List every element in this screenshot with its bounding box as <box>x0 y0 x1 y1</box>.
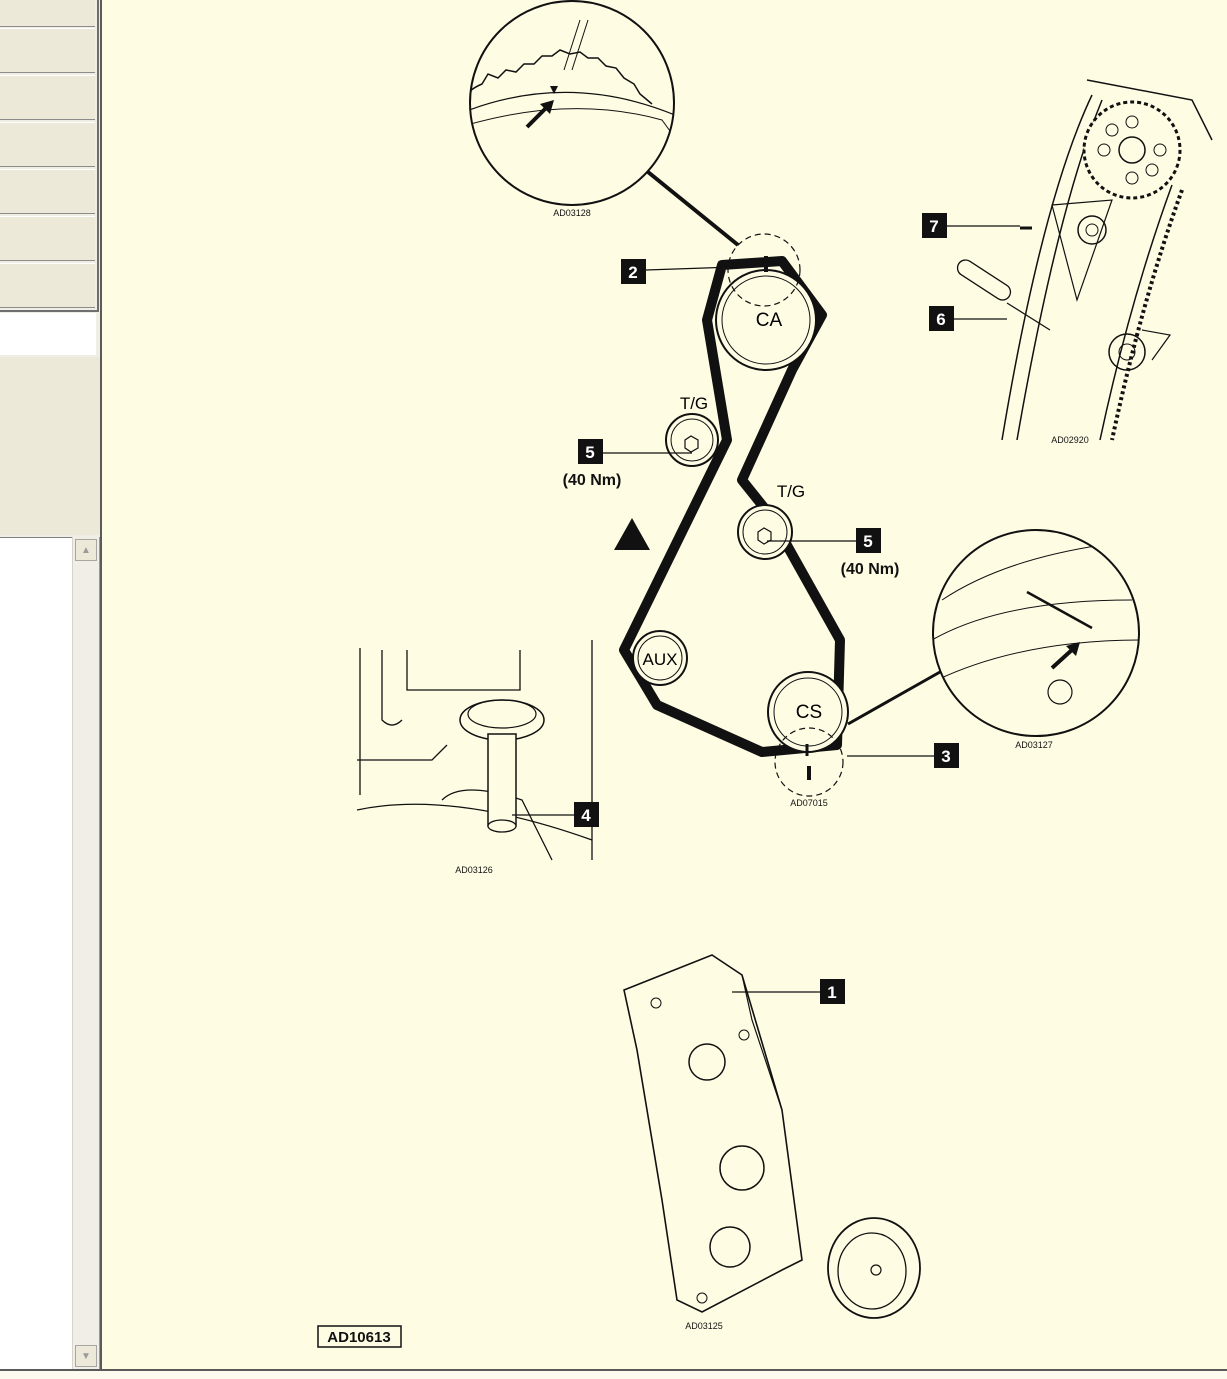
timing-mark-circle <box>727 233 801 307</box>
nav-tab-6[interactable] <box>0 216 95 261</box>
vertical-scrollbar[interactable]: ▲ ▼ <box>72 537 100 1369</box>
callout-4: 4 <box>512 802 599 827</box>
callout-6: 6 <box>929 306 1007 331</box>
svg-text:2: 2 <box>628 263 637 282</box>
callout-5-lower: 5 (40 Nm) <box>767 528 899 578</box>
callout-7: 7 <box>922 213 1020 238</box>
nav-tab-5[interactable] <box>0 169 95 214</box>
scroll-down-arrow-icon[interactable]: ▼ <box>75 1345 97 1367</box>
blank-field <box>0 313 96 355</box>
callout-5-upper: 5 (40 Nm) <box>563 439 692 489</box>
timing-cover-detail: AD03125 <box>623 954 921 1331</box>
crank-pulley-label: CS <box>796 702 822 723</box>
diagram-viewer: CA T/G T/G AUX CS AD07015 <box>102 0 1227 1369</box>
svg-text:7: 7 <box>929 217 938 236</box>
right-detail-code: AD03127 <box>1015 740 1053 750</box>
pin-detail-code: AD03126 <box>455 865 493 875</box>
torque-label: (40 Nm) <box>841 561 900 578</box>
crank-pulley: CS AD07015 <box>767 671 849 808</box>
nav-tab-3[interactable] <box>0 75 95 120</box>
figure-id-label: AD10613 <box>317 1325 402 1348</box>
lower-idler-pulley: T/G <box>737 482 805 560</box>
callout-1: 1 <box>732 979 845 1004</box>
lower-idler-label: T/G <box>777 482 805 501</box>
crank-pin-detail: AD03126 <box>356 640 593 875</box>
upper-idler-pulley: T/G <box>665 394 719 467</box>
upper-idler-label: T/G <box>680 394 708 413</box>
svg-text:5: 5 <box>585 443 594 462</box>
crank-detail-code: AD07015 <box>790 798 828 808</box>
cam-pulley-label: CA <box>756 310 783 331</box>
svg-text:1: 1 <box>827 983 836 1002</box>
tensioner-detail: AD02920 <box>956 79 1213 445</box>
sidebar-divider <box>100 0 102 1377</box>
callout-3: 3 <box>847 743 959 768</box>
top-detail-code: AD03128 <box>553 208 591 218</box>
crank-mark-detail: AD03127 <box>847 529 1140 750</box>
cover-detail-code: AD03125 <box>685 1321 723 1331</box>
grey-panel <box>0 357 101 535</box>
cam-pulley: CA <box>715 233 817 371</box>
nav-tab-4[interactable] <box>0 122 95 167</box>
status-bar <box>0 1369 1227 1379</box>
hex-bolt-icon <box>757 527 772 545</box>
timing-mark-circle <box>774 727 844 797</box>
svg-text:6: 6 <box>936 310 945 329</box>
nav-tab-1[interactable] <box>0 0 95 27</box>
callout-2: 2 <box>621 259 735 284</box>
svg-text:4: 4 <box>581 806 591 825</box>
hex-bolt-icon <box>684 435 699 453</box>
nav-tab-strip <box>0 0 99 312</box>
svg-text:3: 3 <box>941 747 950 766</box>
torque-label: (40 Nm) <box>563 472 622 489</box>
nav-tab-2[interactable] <box>0 28 95 73</box>
tensioner-detail-code: AD02920 <box>1051 435 1089 445</box>
aux-pulley-label: AUX <box>643 650 678 669</box>
scroll-up-arrow-icon[interactable]: ▲ <box>75 539 97 561</box>
cam-mark-detail: AD03128 <box>469 0 740 247</box>
timing-belt-diagram: CA T/G T/G AUX CS AD07015 <box>317 0 1213 1348</box>
left-sidebar: ▲ ▼ <box>0 0 102 1377</box>
svg-text:AD10613: AD10613 <box>327 1329 390 1346</box>
aux-pulley: AUX <box>632 630 688 686</box>
list-pane[interactable] <box>0 537 72 1370</box>
svg-text:5: 5 <box>863 532 872 551</box>
rotation-direction-icon <box>614 518 650 550</box>
nav-tab-7[interactable] <box>0 263 95 308</box>
